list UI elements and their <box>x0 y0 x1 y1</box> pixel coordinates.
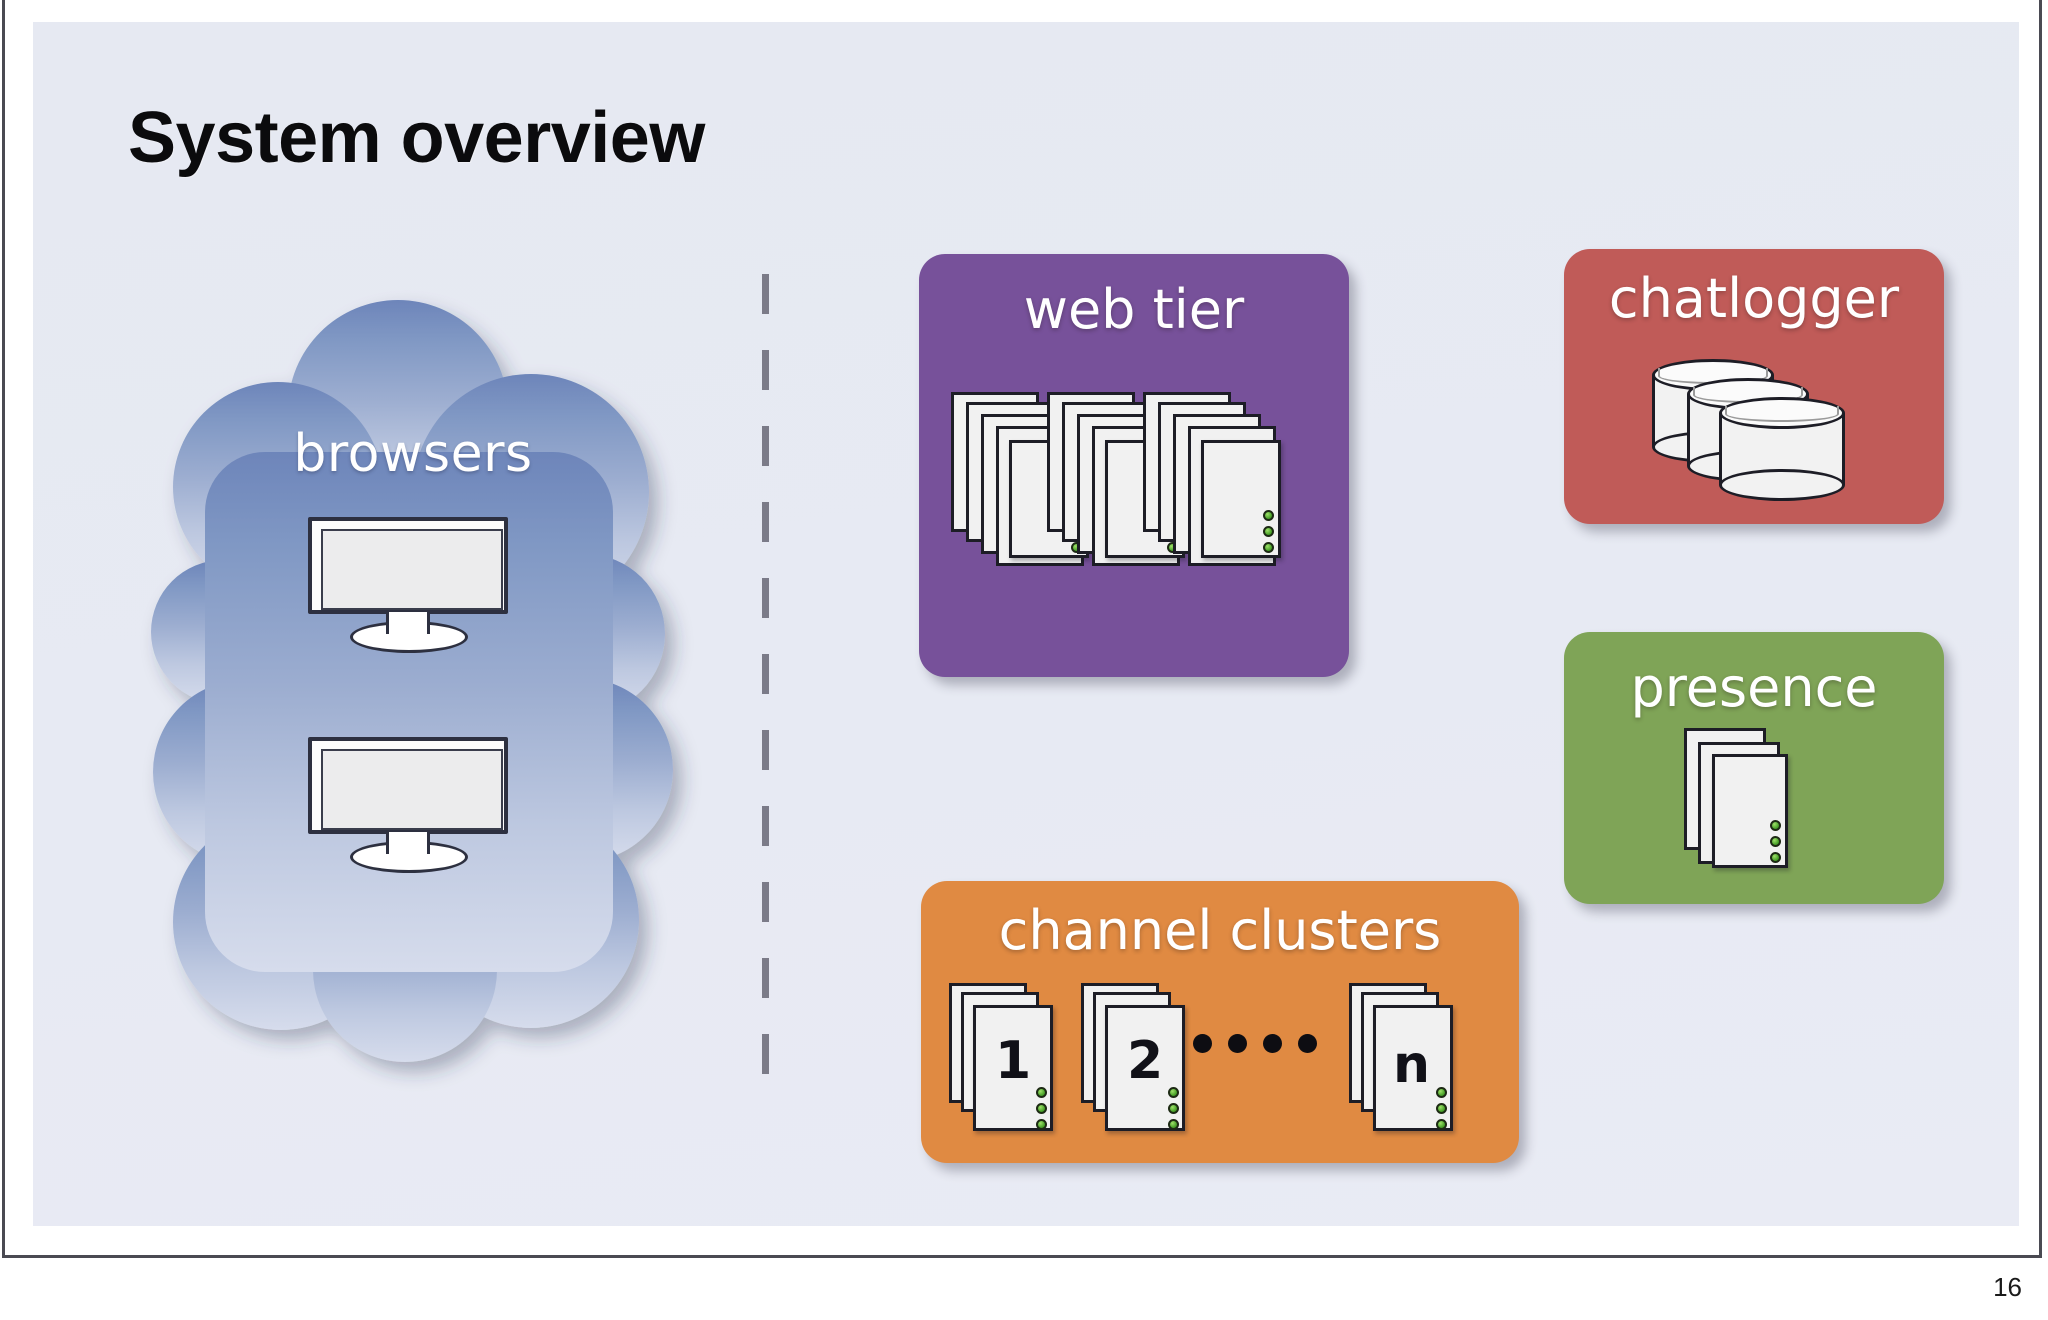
cluster-number: 1 <box>995 1031 1032 1091</box>
service-label-channel-clusters: channel clusters <box>998 899 1442 962</box>
status-led <box>1770 836 1781 847</box>
slide-canvas: System overview <box>33 22 2019 1226</box>
monitor-neck <box>386 832 430 854</box>
slide-frame: System overview <box>2 0 2042 1258</box>
status-led <box>1168 1087 1179 1098</box>
server-stack <box>1684 728 1814 878</box>
service-label-web-tier: web tier <box>1023 278 1245 341</box>
status-led <box>1436 1087 1447 1098</box>
ellipsis-dot <box>1193 1034 1212 1053</box>
status-led <box>1168 1103 1179 1114</box>
status-led <box>1263 510 1274 521</box>
server-led-group <box>1263 510 1274 553</box>
server-front <box>1201 440 1281 558</box>
cluster-number: 2 <box>1127 1031 1164 1091</box>
database-cylinder <box>1719 397 1845 501</box>
status-led <box>1436 1119 1447 1130</box>
status-led <box>1770 820 1781 831</box>
status-led <box>1168 1119 1179 1130</box>
monitor-bezel <box>308 517 508 614</box>
cloud-icon <box>151 300 673 1062</box>
ellipsis-dot <box>1298 1034 1317 1053</box>
status-led <box>1036 1103 1047 1114</box>
monitor-bezel <box>308 737 508 834</box>
monitor-screen <box>321 749 503 830</box>
monitor-icon <box>308 517 508 653</box>
status-led <box>1770 852 1781 863</box>
page-title: System overview <box>128 98 705 178</box>
service-box-presence[interactable]: presence <box>1564 632 1944 904</box>
server-led-group <box>1770 820 1781 863</box>
server-stack-cluster: 1 <box>949 983 1079 1143</box>
server-led-group <box>1168 1087 1179 1130</box>
service-label-presence: presence <box>1630 656 1878 719</box>
server-led-group <box>1036 1087 1047 1130</box>
server-stack-cluster: 2 <box>1081 983 1211 1143</box>
status-led <box>1436 1103 1447 1114</box>
vertical-dashed-divider <box>762 274 769 1108</box>
service-label-chatlogger: chatlogger <box>1608 267 1900 330</box>
page-number: 16 <box>1993 1272 2022 1302</box>
ellipsis-dot <box>1263 1034 1282 1053</box>
status-led <box>1036 1087 1047 1098</box>
service-box-channel-clusters[interactable]: channel clusters 1 <box>921 881 1519 1163</box>
server-stack-cluster: n <box>1349 983 1479 1143</box>
server-front <box>1712 754 1788 868</box>
cylinder-rim <box>1725 406 1839 422</box>
status-led <box>1263 542 1274 553</box>
service-box-chatlogger[interactable]: chatlogger <box>1564 249 1944 524</box>
status-led <box>1263 526 1274 537</box>
monitor-icon <box>308 737 508 873</box>
server-stack <box>1143 392 1281 592</box>
status-led <box>1036 1119 1047 1130</box>
server-front <box>973 1005 1053 1131</box>
service-box-web-tier[interactable]: web tier <box>919 254 1349 677</box>
ellipsis-dot <box>1228 1034 1247 1053</box>
cluster-ellipsis-icon <box>1193 1034 1317 1053</box>
browsers-cloud-group: browsers <box>151 300 673 1062</box>
monitor-neck <box>386 612 430 634</box>
server-led-group <box>1436 1087 1447 1130</box>
monitor-screen <box>321 529 503 610</box>
cluster-number: n <box>1393 1035 1431 1095</box>
cylinder-bottom <box>1719 469 1845 501</box>
